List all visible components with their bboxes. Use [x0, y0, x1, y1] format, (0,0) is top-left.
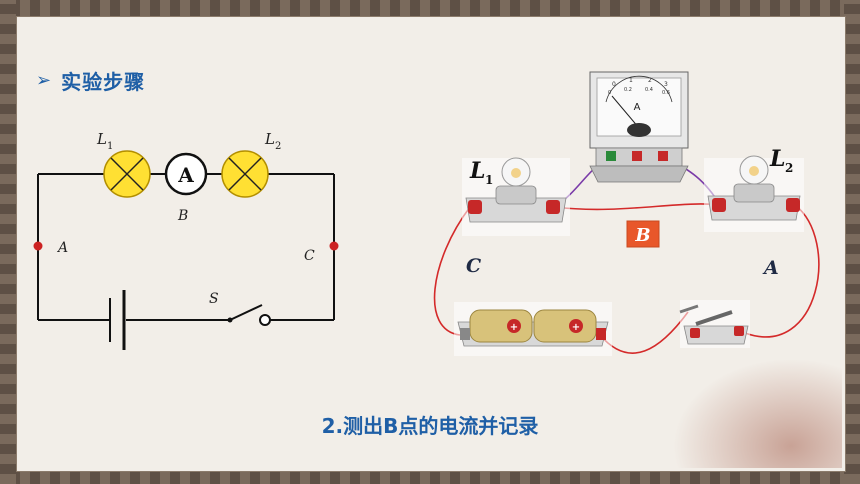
ammeter-symbol: [164, 152, 208, 196]
point-c-label: C: [304, 248, 315, 264]
meter-scale-3: 3: [664, 81, 668, 88]
l2-subscript: 2: [275, 141, 281, 152]
point-b-badge-text: B: [634, 225, 650, 246]
meter-scale-inner-1: 0.2: [624, 87, 632, 93]
meter-unit: A: [634, 102, 641, 113]
battery-device: + +: [454, 302, 612, 356]
node-a-dot: [33, 241, 43, 251]
svg-text:+: +: [510, 322, 518, 333]
meter-scale-inner-2: 0.4: [645, 87, 653, 93]
step-caption: 2.测出B点的电流并记录: [321, 414, 539, 438]
lamp-l2-device: [704, 155, 804, 232]
border-pattern-bottom: [0, 468, 860, 484]
heading-text: 实验步骤: [61, 70, 146, 94]
point-a-label: A: [56, 240, 68, 256]
photo-l2-subscript: 2: [785, 161, 793, 175]
photo-point-c-label: C: [466, 255, 481, 277]
photo-point-a-label: A: [762, 257, 779, 279]
switch-contact: [259, 314, 271, 326]
meter-scale-2: 2: [648, 77, 652, 84]
svg-text:+: +: [572, 322, 580, 333]
border-pattern-left: [0, 0, 16, 484]
section-heading: ➢ 实验步骤: [36, 66, 145, 95]
content-panel: [16, 16, 846, 472]
lamp-l2-symbol: [221, 150, 269, 198]
photo-l1-subscript: 1: [485, 173, 493, 187]
switch-label: S: [209, 291, 219, 307]
meter-scale-inner-0: 0: [608, 90, 611, 96]
photo-l1-label: L: [469, 158, 485, 184]
lamp-l1-symbol: [103, 150, 151, 198]
decorative-corner-image: [672, 358, 842, 468]
node-c-dot: [329, 241, 339, 251]
switch-pivot: [227, 317, 233, 323]
meter-scale-1: 1: [629, 77, 633, 84]
l1-label: L: [96, 130, 107, 148]
point-b-badge: [626, 220, 660, 248]
l2-label: L: [264, 130, 275, 148]
border-pattern-right: [844, 0, 860, 484]
switch-device: [679, 300, 750, 348]
point-b-label: B: [177, 208, 188, 224]
border-pattern-top: [0, 0, 860, 16]
meter-scale-inner-3: 0.6: [662, 90, 670, 96]
bullet-arrow-icon: ➢: [36, 70, 52, 91]
ammeter-label: A: [177, 163, 194, 187]
photo-l2-label: L: [769, 146, 785, 172]
l1-subscript: 1: [107, 141, 113, 152]
meter-scale-0: 0: [612, 81, 616, 88]
ammeter-device: [589, 71, 689, 183]
lamp-l1-device: [462, 157, 570, 236]
